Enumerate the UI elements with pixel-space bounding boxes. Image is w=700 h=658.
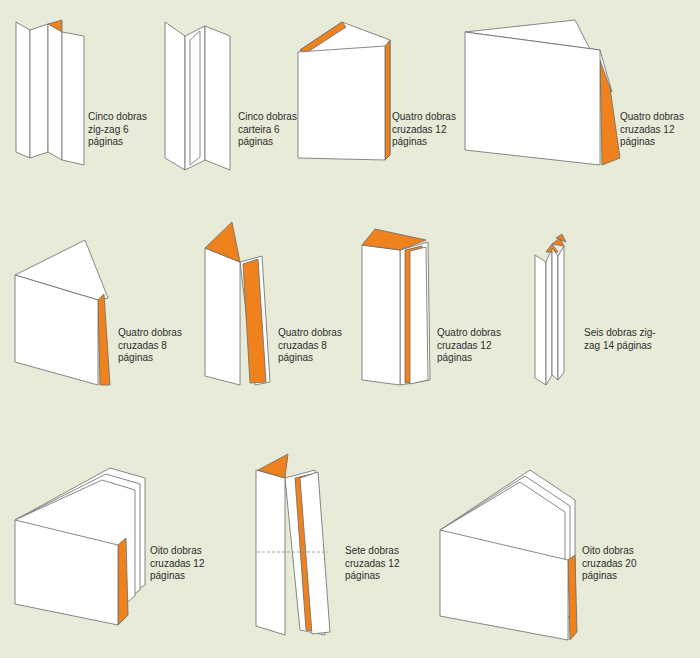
paper-panel — [362, 229, 426, 250]
paper-panel — [535, 255, 546, 385]
fold-label: Quatro dobras cruzadas 12 páginas — [437, 327, 509, 365]
fold-label: Quatro dobras cruzadas 12 páginas — [392, 111, 464, 149]
paper-panel — [300, 472, 330, 634]
paper-panel — [552, 248, 558, 380]
paper-panel — [410, 247, 428, 384]
paper-panel — [185, 26, 205, 170]
paper-panel — [165, 22, 185, 170]
paper-panel — [385, 40, 390, 160]
paper-panel — [190, 31, 200, 165]
fold-label: Quatro dobras cruzadas 12 páginas — [620, 111, 692, 149]
paper-panel — [600, 60, 620, 165]
fold-label: Oito dobras cruzadas 12 páginas — [150, 545, 222, 583]
paper-panel — [98, 294, 110, 385]
paper-panel — [400, 242, 430, 385]
booklet-fold — [440, 470, 577, 640]
fold-label: Quatro dobras cruzadas 8 páginas — [118, 327, 190, 365]
paper-panel — [240, 256, 270, 385]
zigzag-fold — [535, 234, 566, 385]
fold-label: Oito dobras cruzadas 20 páginas — [582, 545, 654, 583]
paper-panel — [205, 222, 240, 262]
zigzag-fold — [16, 20, 84, 165]
paper-panel — [257, 552, 328, 553]
paper-panel — [362, 245, 400, 385]
fold-label: Quatro dobras cruzadas 8 páginas — [278, 327, 350, 365]
paper-panel — [256, 470, 285, 635]
paper-panel — [300, 22, 346, 53]
cross-fold — [362, 229, 430, 385]
fold-label: Cinco dobras carteira 6 páginas — [238, 111, 310, 149]
paper-panel — [30, 24, 48, 158]
fold-label: Sete dobras cruzadas 12 páginas — [345, 545, 417, 583]
cross-fold — [256, 454, 330, 635]
fold-label: Cinco dobras zig-zag 6 páginas — [88, 111, 160, 149]
paper-panel — [298, 46, 385, 160]
cross-fold — [205, 222, 270, 385]
paper-panel — [118, 538, 128, 625]
fold-label: Seis dobras zig-zag 14 páginas — [584, 327, 656, 352]
booklet-fold — [15, 468, 145, 625]
paper-panel — [546, 248, 552, 385]
cross-fold — [298, 22, 390, 160]
paper-panel — [16, 22, 30, 158]
paper-panel — [258, 454, 288, 478]
paper-panel — [440, 530, 568, 640]
cross-fold — [15, 240, 110, 385]
paper-panel — [243, 259, 266, 383]
wallet-fold — [165, 22, 230, 170]
paper-panel — [15, 275, 98, 385]
paper-panel — [558, 246, 564, 380]
paper-panel — [205, 26, 230, 170]
paper-panel — [48, 24, 62, 160]
paper-panel — [62, 32, 84, 165]
paper-panel — [205, 248, 240, 385]
paper-panel — [465, 32, 600, 165]
paper-panel — [15, 520, 118, 625]
paper-panel — [568, 555, 577, 640]
cross-fold — [465, 20, 620, 165]
paper-panel — [556, 234, 566, 242]
